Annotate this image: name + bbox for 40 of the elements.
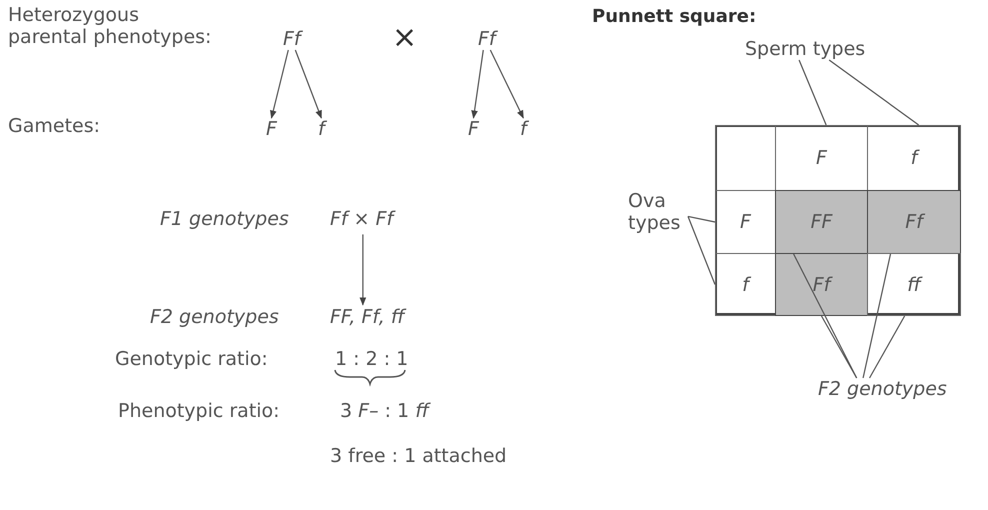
gamete-text: F <box>266 118 277 140</box>
genotype-text: FF, Ff, ff <box>330 306 405 328</box>
punnett-cell: ff <box>867 253 961 316</box>
genotype-text: Ff <box>283 28 301 50</box>
gamete-text: f <box>318 118 325 140</box>
cross-sign: × <box>392 20 418 55</box>
arrow <box>270 50 289 119</box>
leader-line <box>687 216 716 285</box>
row-label: F1 genotypes <box>160 208 289 230</box>
row-label: Heterozygous parental phenotypes: <box>8 4 212 48</box>
genotype-text: Ff <box>478 28 496 50</box>
callout-text: Sperm types <box>745 38 866 60</box>
leader-line <box>798 60 827 126</box>
row-label: Genotypic ratio: <box>115 348 268 370</box>
leader-line <box>869 316 906 378</box>
heading: Punnett square: <box>592 6 756 27</box>
ratio-text: 1 : 2 : 1 <box>335 348 408 370</box>
arrow <box>294 50 322 119</box>
leader-line <box>688 216 716 223</box>
arrow <box>471 50 484 119</box>
row-label: Gametes: <box>8 115 100 137</box>
punnett-cell: FF <box>775 190 868 254</box>
genotype-text: Ff × Ff <box>330 208 394 230</box>
arrow <box>490 50 524 119</box>
callout-text: F2 genotypes <box>818 378 947 400</box>
leader-line <box>862 254 892 378</box>
callout-text: Ova types <box>628 190 688 234</box>
gamete-text: f <box>520 118 527 140</box>
leader-line <box>820 316 858 378</box>
gamete-text: F <box>468 118 479 140</box>
punnett-grid <box>715 125 960 315</box>
punnett-cell <box>715 125 776 191</box>
punnett-cell: Ff <box>775 253 868 316</box>
leader-line <box>828 60 920 126</box>
row-label: F2 genotypes <box>150 306 279 328</box>
arrow <box>360 234 366 306</box>
punnett-cell: Ff <box>867 190 961 254</box>
row-label: Phenotypic ratio: <box>118 400 280 422</box>
ratio-text: 3 free : 1 attached <box>330 445 507 467</box>
ratio-text: 3 F– : 1 ff <box>340 400 429 422</box>
